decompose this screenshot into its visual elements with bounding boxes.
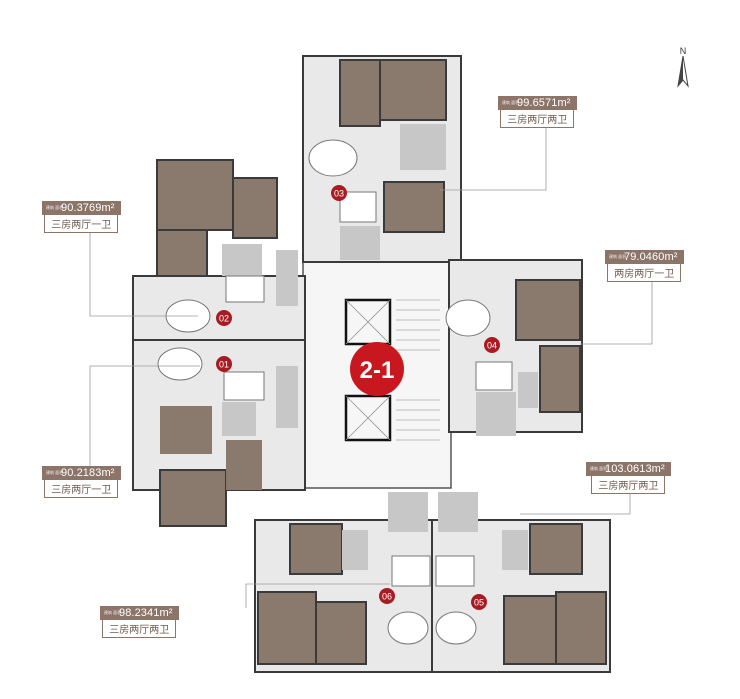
building-badge: 2-1 [350,342,404,396]
area-value: 79.0460m² [624,251,678,263]
unit-number-05: 05 [474,598,484,608]
unit-type: 三房两厅一卫 [44,480,119,498]
unit-02-floorplan [132,159,306,341]
unit-type: 三房两厅两卫 [102,620,177,638]
area-value: 103.0613m² [605,463,665,475]
unit-marker-01 [216,356,232,372]
unit-number-01: 01 [219,360,229,370]
area-tag-prefix: 建筑 面积 [46,205,64,210]
unit-03-floorplan [302,55,462,263]
unit-type: 三房两厅两卫 [500,110,575,128]
unit-04-floorplan [445,259,583,436]
unit-marker-05 [471,594,487,610]
north-arrow-icon [677,56,689,88]
area-tag-prefix: 建筑 面积 [46,470,64,475]
area-value: 99.6571m² [517,97,571,109]
unit-type: 三房两厅两卫 [591,476,666,494]
leader-lines [89,115,653,608]
area-value: 90.2183m² [61,467,115,479]
unit-type: 两房两厅一卫 [607,264,682,282]
unit-type: 三房两厅一卫 [44,215,119,233]
area-value: 98.2341m² [119,607,173,619]
unit-marker-06 [379,588,395,604]
unit-marker-04 [484,337,500,353]
north-label: N [679,46,687,56]
area-tag-prefix: 建筑 面积 [104,610,122,615]
building-label: 2-1 [360,357,395,384]
unit-number-02: 02 [219,314,229,324]
north-compass: N [676,46,690,96]
area-value: 90.3769m² [61,202,115,214]
core-area [302,261,452,489]
unit-marker-02 [216,310,232,326]
unit-number-06: 06 [382,592,392,602]
area-tag-prefix: 建筑 面积 [502,100,520,105]
unit-marker-03 [331,185,347,201]
unit-05-floorplan [431,492,611,673]
unit-number-03: 03 [334,189,344,199]
unit-number-04: 04 [487,341,497,351]
area-tag-prefix: 建筑 面积 [609,254,627,259]
unit-06-floorplan [254,492,433,673]
unit-markers: 01 02 03 04 05 06 [216,185,500,610]
area-tag-prefix: 建筑 面积 [590,466,608,471]
